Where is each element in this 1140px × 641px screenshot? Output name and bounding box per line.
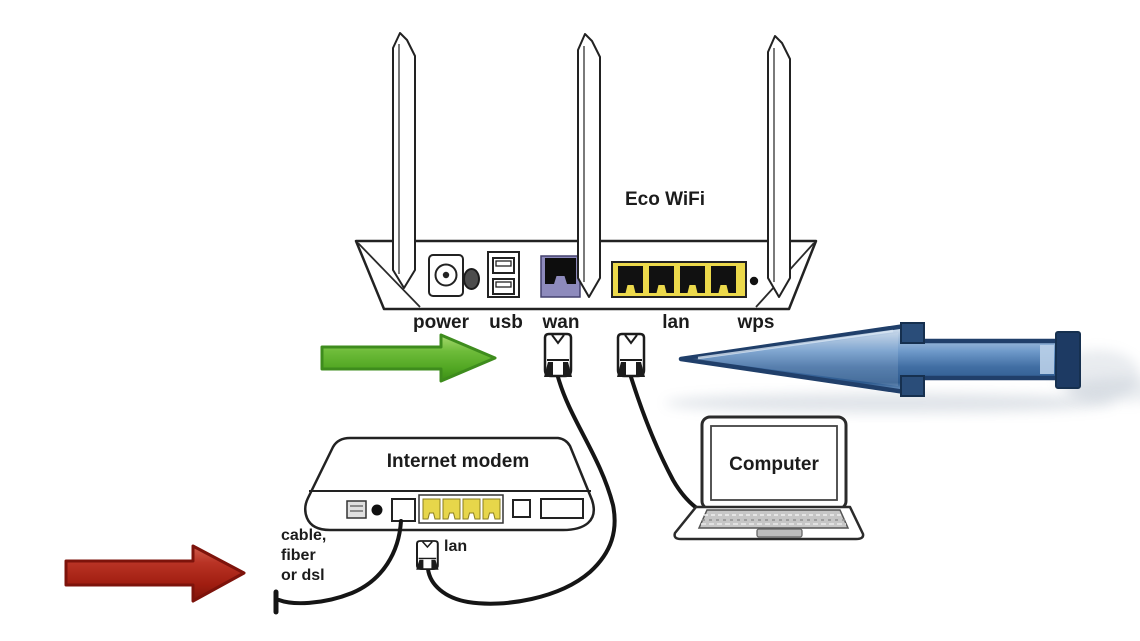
router-antenna-left: [392, 32, 416, 289]
router-reset-button: [463, 268, 480, 290]
router-wan-label: wan: [542, 312, 580, 333]
router-lan-ports: [611, 261, 747, 298]
router-usb-label: usb: [489, 312, 523, 333]
cables: [273, 375, 706, 615]
modem-name-label: Internet modem: [387, 451, 530, 472]
modem-uplink-note-line1: cable,: [281, 527, 326, 544]
laptop-screen-inner: [710, 425, 838, 501]
ethernet-plug-modem-lan: [415, 539, 440, 571]
router-power-label: power: [413, 312, 470, 333]
blue-arrow: [678, 322, 1081, 397]
wifi-router: Eco WiFi power usb wan lan wps: [354, 32, 818, 333]
router-name-label: Eco WiFi: [625, 189, 705, 210]
modem-uplink-note-line2: fiber: [281, 547, 316, 564]
red-arrow: [64, 544, 246, 603]
blue-arrow-tail-highlight: [1040, 345, 1054, 374]
blue-arrow-head-sheen: [692, 333, 898, 386]
blue-arrow-tail-cap: [1055, 331, 1081, 389]
laptop-touchpad: [756, 528, 803, 538]
router-wps-label: wps: [737, 312, 775, 333]
router-antenna-right: [767, 35, 791, 298]
router-wps-button: [749, 276, 759, 286]
modem-reset-button: [371, 504, 383, 516]
router-lan-label: lan: [662, 312, 689, 333]
modem-uplink-note-line3: or dsl: [281, 567, 325, 584]
computer-laptop: Computer: [673, 415, 865, 541]
blue-arrow-step-top: [900, 322, 925, 344]
router-power-port: [428, 254, 464, 297]
router-to-computer-cable: [629, 375, 706, 515]
router-wan-port: [540, 255, 581, 298]
modem-lan-ports: [418, 494, 504, 524]
modem-lan-plug-label: lan: [444, 538, 467, 555]
internet-modem: Internet modem cable, fiber or dsl lan: [281, 436, 596, 584]
modem-to-router-cable: [426, 375, 617, 606]
modem-wide-port: [540, 498, 584, 519]
uplink-cable: [277, 519, 403, 606]
computer-label: Computer: [729, 454, 819, 475]
green-arrow: [320, 333, 497, 383]
laptop-keyboard: [697, 509, 850, 529]
ethernet-plug-wan: [542, 332, 574, 379]
router-usb-ports: [487, 251, 520, 298]
modem-power-port: [346, 500, 367, 519]
blue-arrow-bevel-highlight: [697, 329, 894, 360]
modem-uplink-port: [391, 498, 416, 522]
modem-aux-port: [512, 499, 531, 518]
ethernet-plug-lan: [615, 332, 647, 379]
blue-arrow-step-bottom: [900, 375, 925, 397]
router-antenna-middle: [577, 33, 601, 298]
router-body-crease-left: [357, 242, 421, 308]
